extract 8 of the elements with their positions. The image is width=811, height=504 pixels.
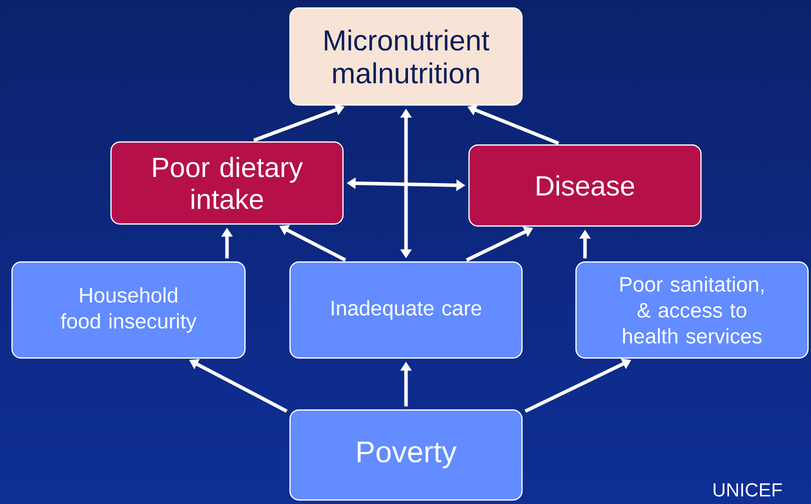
cause-box: Inadequate care [289,261,523,359]
cause-box: Poor dietary intake [110,141,344,225]
root-cause-box: Poverty [289,409,523,501]
source-note: UNICEF [714,483,782,497]
cause-box: Poor sanitation, & access to health services [575,261,809,359]
cause-box: Disease [468,144,702,227]
outcome-box: Micronutrient malnutrition [289,7,523,106]
cause-box: Household food insecurity [11,261,246,359]
